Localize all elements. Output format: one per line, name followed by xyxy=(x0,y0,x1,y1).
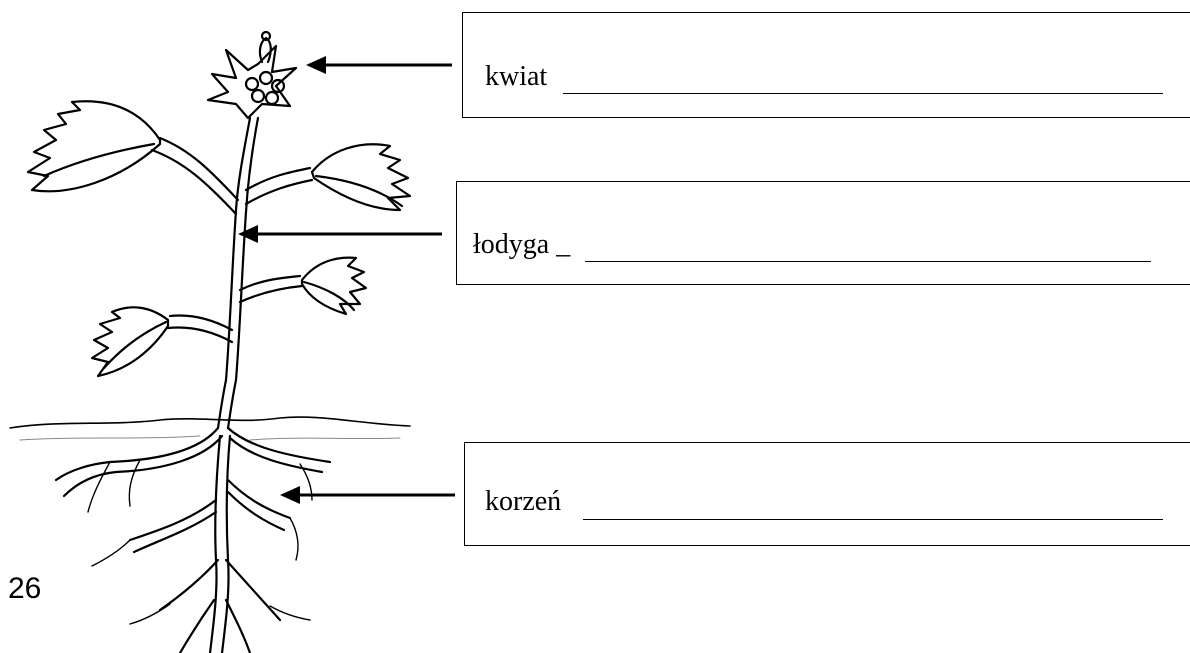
root-answer-line[interactable] xyxy=(583,519,1163,520)
stem-label: łodyga _ xyxy=(473,231,570,259)
stem-answer-line[interactable] xyxy=(585,261,1151,262)
flower-drawing xyxy=(208,32,296,118)
soil-line xyxy=(10,417,410,428)
root-label-box: korzeń xyxy=(464,442,1190,546)
stem-drawing xyxy=(152,118,312,428)
stem-label-box: łodyga _ xyxy=(456,181,1190,285)
flower-label-box: kwiat xyxy=(462,12,1190,118)
plant-illustration xyxy=(0,0,440,653)
roots-drawing xyxy=(56,428,330,653)
root-label: korzeń xyxy=(485,488,561,516)
page-number: 26 xyxy=(8,574,41,604)
flower-label: kwiat xyxy=(485,63,547,91)
flower-answer-line[interactable] xyxy=(563,93,1163,94)
